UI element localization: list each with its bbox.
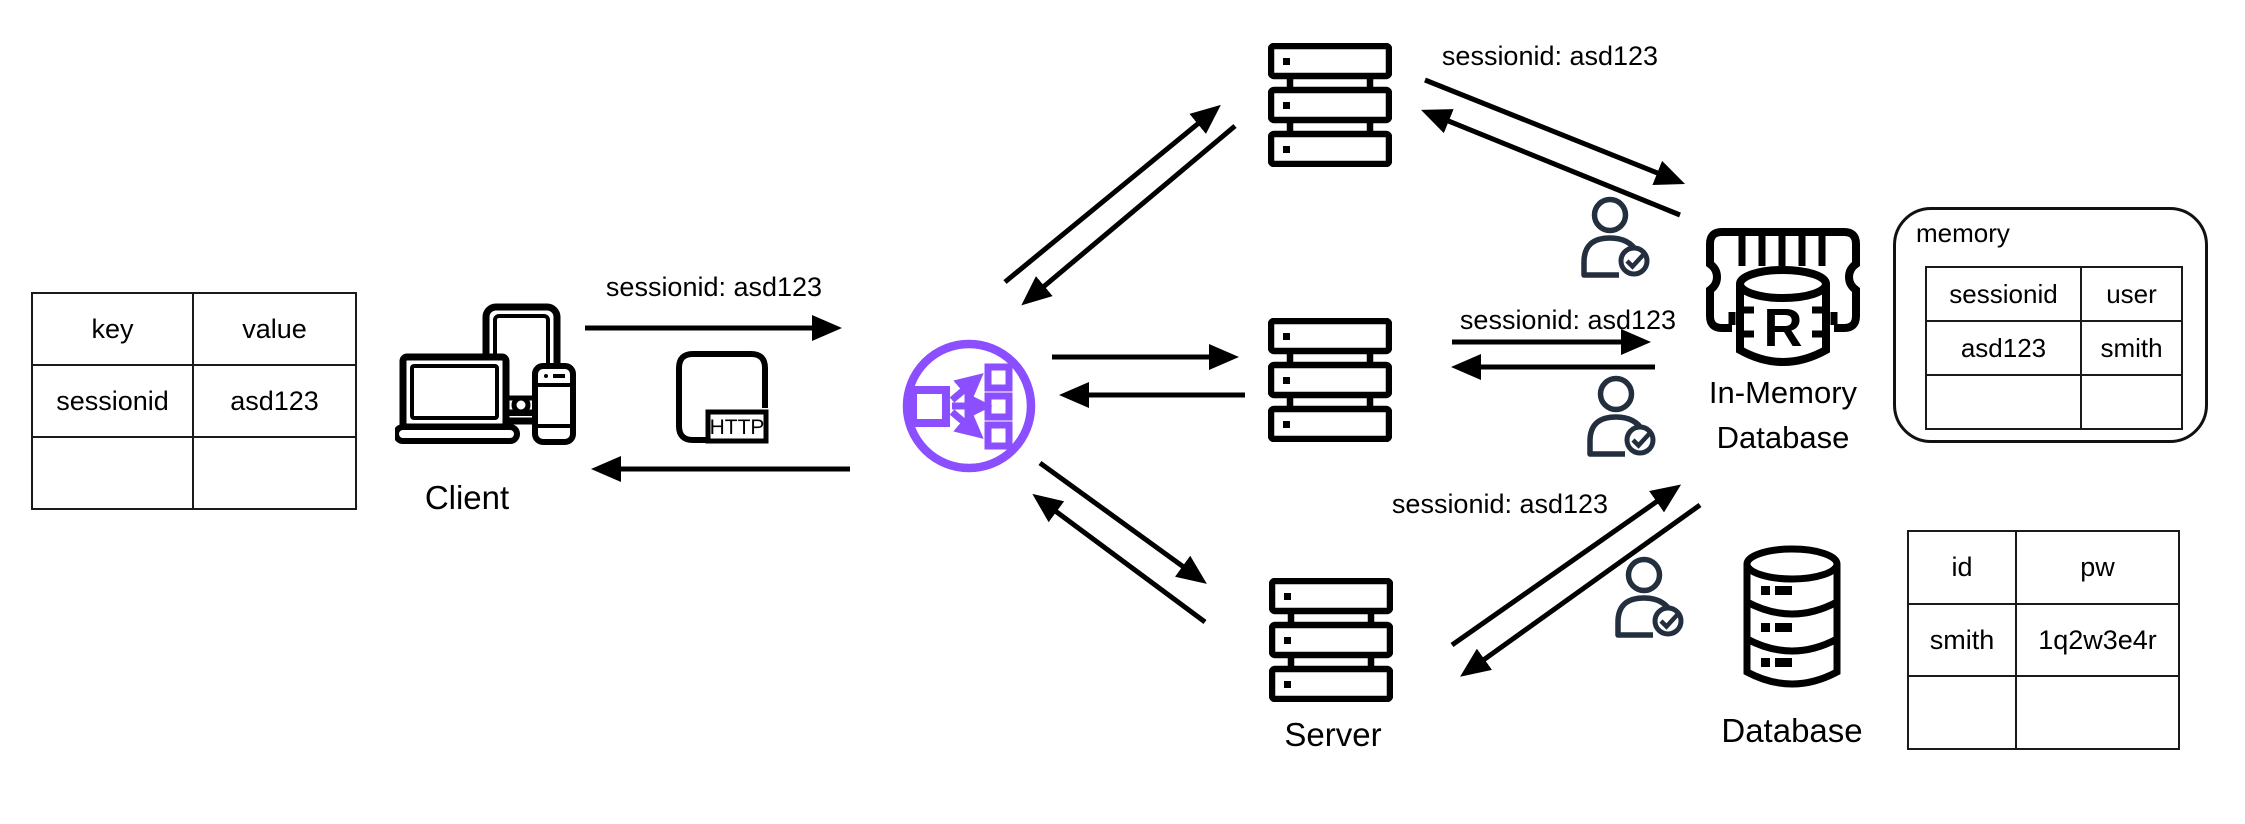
credentials-header-pw: pw (2015, 530, 2180, 605)
message-mid-server-to-memdb: sessionid: asd123 (1459, 305, 1677, 335)
arrow-lb-to-top-server (1003, 104, 1221, 284)
user-check-icon-bottom (1615, 556, 1684, 638)
user-check-icon-middle (1587, 375, 1656, 457)
database-label: Database (1721, 712, 1863, 749)
message-client-to-lb: sessionid: asd123 (605, 272, 823, 302)
memory-container: memory sessionid user asd123 smith (1893, 207, 2208, 443)
arrow-memdb-to-top-server (1420, 109, 1681, 218)
in-memory-database-label: In-Memory Database (1683, 370, 1883, 460)
user-check-icon-top (1581, 196, 1650, 278)
memory-cell-user: smith (2080, 320, 2183, 376)
table-row (31, 436, 357, 510)
cookie-cell-value: asd123 (192, 364, 357, 438)
memory-container-label: memory (1916, 218, 2010, 248)
in-memory-database-icon: R (1706, 228, 1860, 366)
server-label: Server (1284, 716, 1382, 753)
table-row: smith 1q2w3e4r (1907, 603, 2180, 677)
http-badge-text: HTTP (710, 416, 765, 439)
server-icon-top (1268, 43, 1392, 167)
memory-table: sessionid user asd123 smith (1925, 266, 2183, 430)
memory-cell-sessionid: asd123 (1925, 320, 2082, 376)
arrow-bottom-server-to-lb (1032, 493, 1207, 625)
memory-table-header-row: sessionid user (1925, 266, 2183, 322)
arrow-bottom-server-to-memdb (1450, 484, 1682, 648)
credentials-table-header-row: id pw (1907, 530, 2180, 605)
memory-header-user: user (2080, 266, 2183, 322)
arrow-lb-to-bottom-server (1038, 460, 1207, 584)
cookie-header-value: value (192, 292, 357, 366)
in-memory-label-line2: Database (1716, 420, 1850, 455)
credentials-header-id: id (1907, 530, 2017, 605)
cookie-cell-empty (31, 436, 194, 510)
cookie-cell-empty (192, 436, 357, 510)
table-row (1907, 675, 2180, 750)
arrow-top-server-to-memdb (1424, 77, 1686, 185)
arrow-memdb-to-bottom-server (1460, 502, 1702, 677)
table-row: asd123 smith (1925, 320, 2183, 376)
cookie-table-header-row: key value (31, 292, 357, 366)
arrow-top-server-to-lb (1021, 124, 1237, 306)
cookie-cell-key: sessionid (31, 364, 194, 438)
memory-cell-empty (2080, 374, 2183, 430)
message-bottom-server-to-memdb: sessionid: asd123 (1391, 489, 1609, 519)
database-icon (1743, 545, 1841, 688)
redis-letter: R (1764, 298, 1803, 358)
in-memory-label-line1: In-Memory (1708, 375, 1858, 410)
table-row: sessionid asd123 (31, 364, 357, 438)
credentials-cell-empty (1907, 675, 2017, 750)
table-row (1925, 374, 2183, 430)
client-label: Client (424, 479, 510, 516)
http-icon: HTTP (676, 351, 769, 444)
credentials-cell-empty (2015, 675, 2180, 750)
credentials-cell-pw: 1q2w3e4r (2015, 603, 2180, 677)
client-devices-icon (395, 303, 576, 445)
credentials-table: id pw smith 1q2w3e4r (1907, 530, 2180, 750)
cookie-header-key: key (31, 292, 194, 366)
server-icon-bottom (1269, 578, 1393, 702)
server-icon-middle (1268, 318, 1392, 442)
memory-cell-empty (1925, 374, 2082, 430)
memory-header-sessionid: sessionid (1925, 266, 2082, 322)
cookie-table: key value sessionid asd123 (31, 292, 357, 510)
credentials-cell-id: smith (1907, 603, 2017, 677)
message-top-server-to-memdb: sessionid: asd123 (1441, 41, 1659, 71)
load-balancer-icon (902, 339, 1036, 473)
